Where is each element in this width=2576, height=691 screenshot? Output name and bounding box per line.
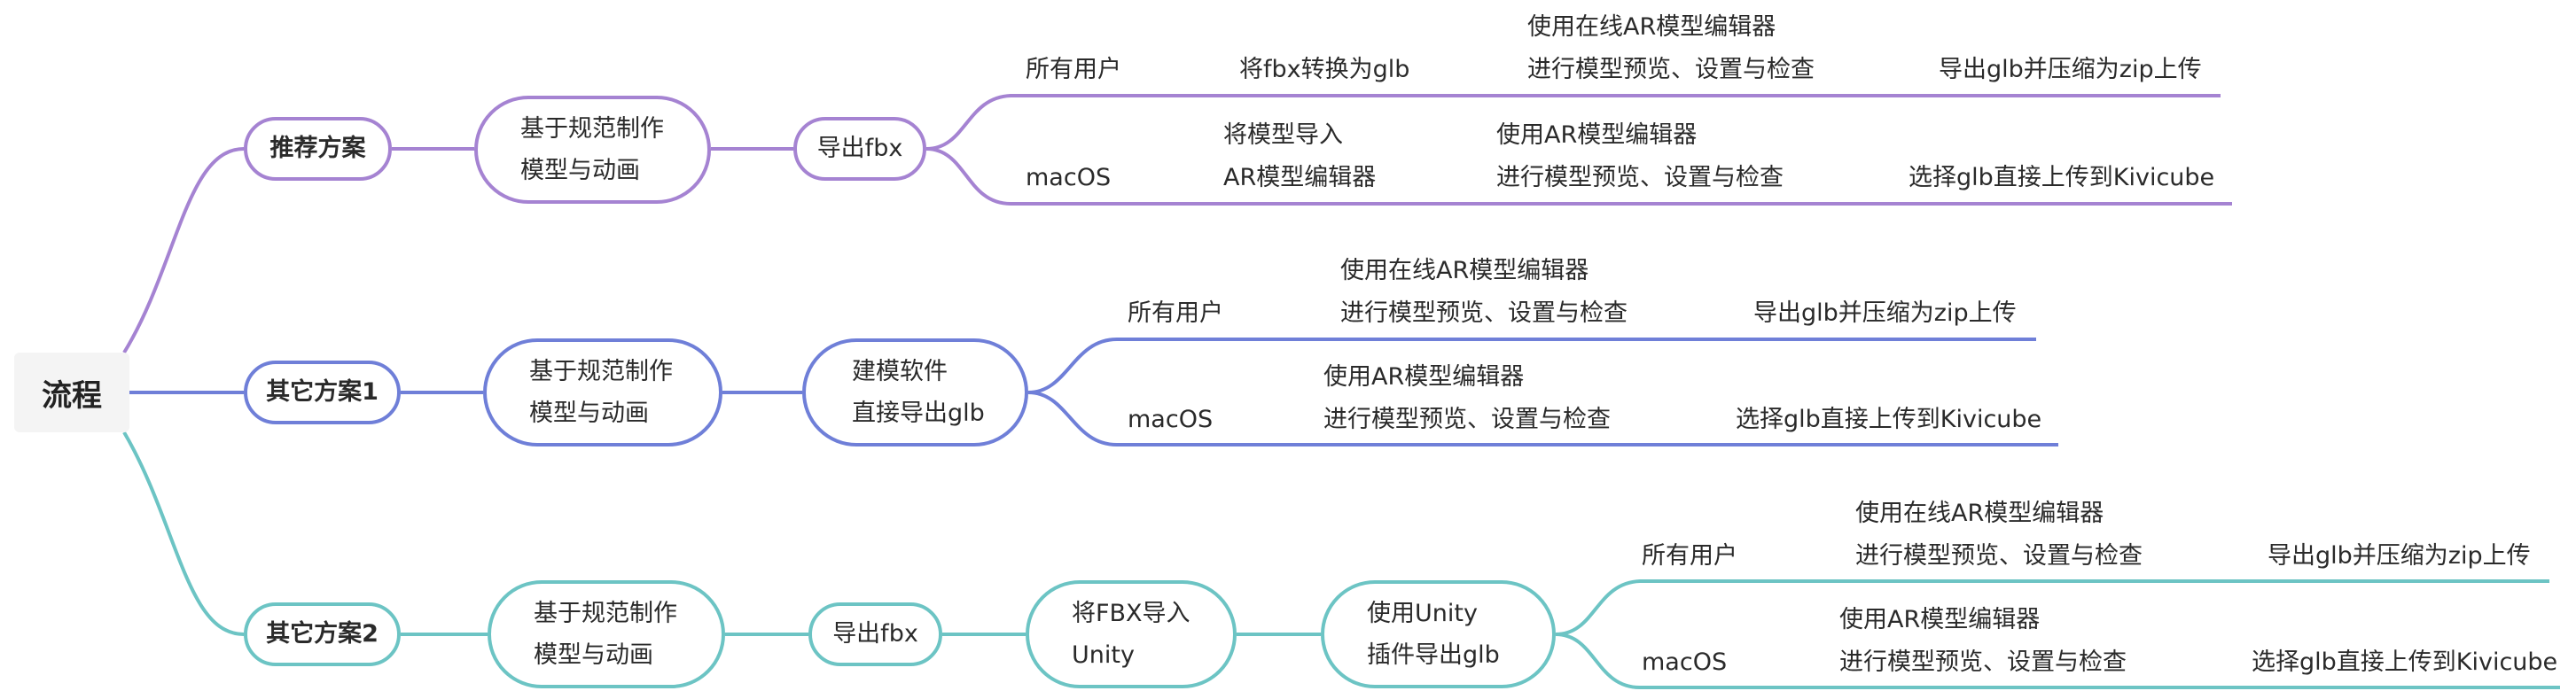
b1-mac-extra-line1: 将模型导入 — [1223, 121, 1343, 149]
b3-mac-final: 选择glb直接上传到Kivicube — [2252, 648, 2558, 676]
b3-plugin-line2: 插件导出glb — [1367, 641, 1500, 669]
b1-all-edit-line1: 使用在线AR模型编辑器 — [1527, 13, 1776, 41]
b3-rule-node[interactable]: 基于规范制作 模型与动画 — [488, 580, 725, 688]
b3-import-line2: Unity — [1072, 641, 1135, 669]
b1-all-edit-line2: 进行模型预览、设置与检查 — [1527, 56, 1815, 83]
b2-mac-final: 选择glb直接上传到Kivicube — [1736, 406, 2042, 433]
b3-all-edit-line2: 进行模型预览、设置与检查 — [1855, 542, 2143, 570]
b2-mac-edit-line2: 进行模型预览、设置与检查 — [1323, 406, 1611, 433]
b3-mac-edit-line2: 进行模型预览、设置与检查 — [1839, 648, 2127, 676]
b2-export-line2: 直接导出glb — [852, 400, 985, 427]
b3-import-node[interactable]: 将FBX导入 Unity — [1026, 580, 1237, 688]
b2-title-node[interactable]: 其它方案1 — [244, 361, 401, 424]
b3-rule-line1: 基于规范制作 — [534, 599, 677, 627]
b3-mac-edit-line1: 使用AR模型编辑器 — [1839, 606, 2041, 633]
b3-rule-line2: 模型与动画 — [534, 641, 653, 669]
b1-export-node[interactable]: 导出fbx — [793, 117, 926, 181]
b1-rule-line1: 基于规范制作 — [520, 114, 664, 143]
b2-rule-line1: 基于规范制作 — [529, 357, 673, 385]
link-b1-fork-all — [925, 94, 2221, 151]
b2-mac-edit-line1: 使用AR模型编辑器 — [1323, 363, 1525, 391]
b1-mac-edit-line1: 使用AR模型编辑器 — [1496, 121, 1698, 149]
b1-mac-user: macOS — [1026, 164, 1112, 191]
b1-rule-node[interactable]: 基于规范制作 模型与动画 — [474, 96, 711, 204]
b3-export-node[interactable]: 导出fbx — [808, 602, 942, 666]
b2-export-line1: 建模软件 — [852, 357, 948, 385]
b3-all-edit-line1: 使用在线AR模型编辑器 — [1855, 500, 2104, 527]
b3-all-final: 导出glb并压缩为zip上传 — [2268, 542, 2531, 570]
link-root-b1 — [122, 147, 245, 354]
b1-all-final: 导出glb并压缩为zip上传 — [1939, 56, 2202, 83]
b3-plugin-node[interactable]: 使用Unity 插件导出glb — [1321, 580, 1556, 688]
link-b2-fork-all — [1027, 338, 2036, 394]
b2-export-node[interactable]: 建模软件 直接导出glb — [802, 338, 1028, 446]
b1-mac-edit-line2: 进行模型预览、设置与检查 — [1496, 164, 1784, 191]
b1-mac-final: 选择glb直接上传到Kivicube — [1909, 164, 2215, 191]
b2-all-final: 导出glb并压缩为zip上传 — [1753, 299, 2017, 327]
b1-all-extra: 将fbx转换为glb — [1239, 56, 1410, 83]
root-node[interactable]: 流程 — [14, 353, 129, 432]
link-b1-fork-mac — [925, 147, 2232, 206]
b2-all-user: 所有用户 — [1128, 299, 1223, 327]
b2-rule-node[interactable]: 基于规范制作 模型与动画 — [483, 338, 722, 446]
b2-all-edit-line1: 使用在线AR模型编辑器 — [1340, 257, 1589, 284]
b1-title-node[interactable]: 推荐方案 — [244, 117, 392, 181]
b3-title-node[interactable]: 其它方案2 — [244, 602, 401, 666]
b3-mac-user: macOS — [1642, 648, 1728, 676]
link-b3-fork-all — [1555, 579, 2549, 636]
b3-all-user: 所有用户 — [1642, 542, 1737, 570]
link-b2-fork-mac — [1027, 391, 2058, 446]
link-root-b3 — [122, 431, 245, 636]
b1-rule-line2: 模型与动画 — [520, 157, 640, 184]
b1-all-user: 所有用户 — [1026, 56, 1121, 83]
b2-mac-user: macOS — [1128, 406, 1214, 433]
b1-mac-extra-line2: AR模型编辑器 — [1223, 164, 1377, 191]
b3-import-line1: 将FBX导入 — [1072, 599, 1190, 627]
b2-all-edit-line2: 进行模型预览、设置与检查 — [1340, 299, 1628, 327]
b2-rule-line2: 模型与动画 — [529, 400, 649, 427]
link-b3-fork-mac — [1555, 633, 2560, 689]
b3-plugin-line1: 使用Unity — [1367, 599, 1478, 627]
